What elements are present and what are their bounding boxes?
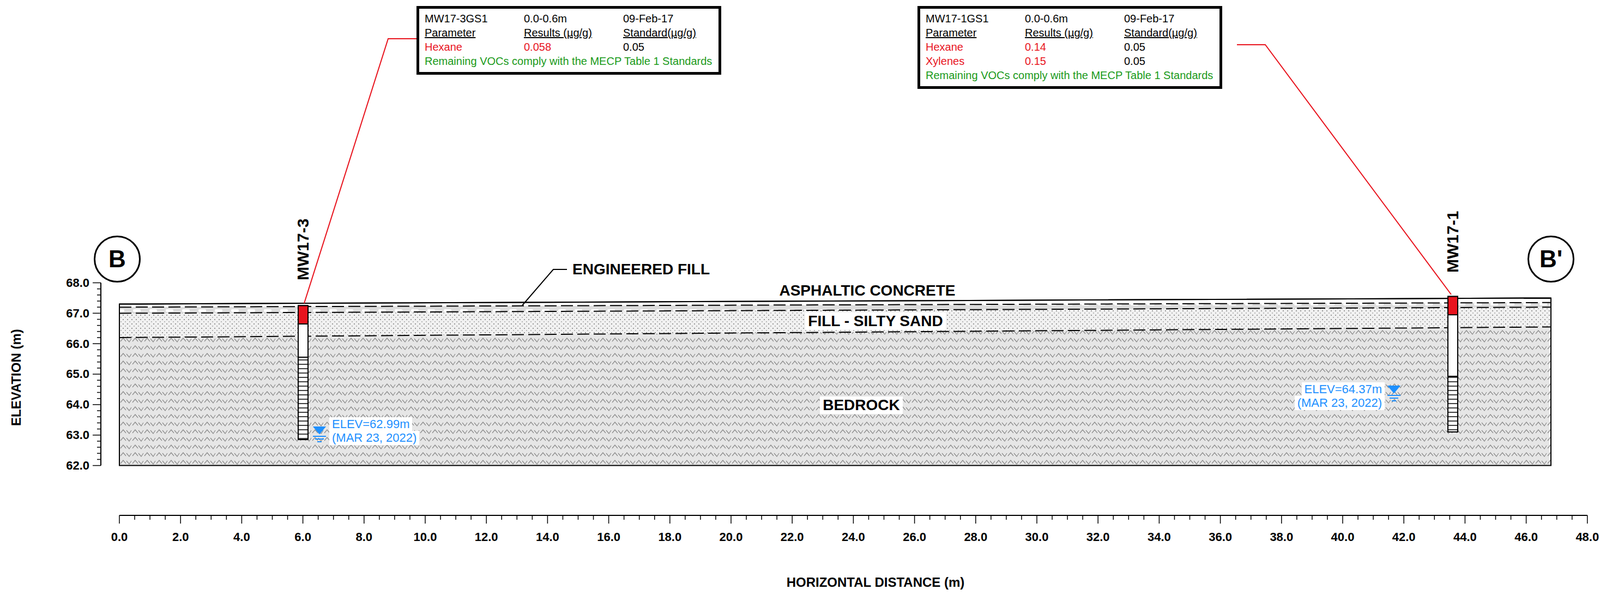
elevation-tick: 66.0 [65, 336, 90, 351]
distance-tick: 34.0 [1147, 529, 1171, 544]
water-level-label: ELEV=62.99m [329, 417, 413, 431]
elevation-tick: 68.0 [65, 275, 90, 290]
results-callout-box: MW17-3GS10.0-0.6m09-Feb-17ParameterResul… [416, 5, 722, 75]
distance-tick: 32.0 [1086, 529, 1110, 544]
results-callout-box: MW17-1GS10.0-0.6m09-Feb-17ParameterResul… [917, 5, 1223, 89]
table-cell: Hexane [424, 40, 524, 54]
distance-tick: 28.0 [963, 529, 988, 544]
distance-tick: 20.0 [719, 529, 744, 544]
table-cell: 0.0-0.6m [1024, 11, 1125, 26]
table-cell: 0.058 [523, 40, 624, 54]
table-cell: 0.05 [623, 40, 712, 54]
layer-label: BEDROCK [819, 396, 903, 414]
table-cell: MW17-1GS1 [925, 11, 1025, 26]
distance-tick: 42.0 [1392, 529, 1416, 544]
distance-tick: 8.0 [355, 529, 373, 544]
elevation-tick: 64.0 [65, 397, 90, 412]
table-cell: Hexane [925, 40, 1025, 54]
distance-tick: 40.0 [1331, 529, 1355, 544]
elevation-tick: 67.0 [65, 306, 90, 320]
table-cell: Remaining VOCs comply with the MECP Tabl… [424, 54, 712, 68]
section-letter: B [108, 245, 126, 273]
elevation-tick: 62.0 [65, 458, 90, 473]
axis-title: HORIZONTAL DISTANCE (m) [786, 574, 965, 590]
borehole-id: MW17-1 [1443, 210, 1463, 273]
table-cell: Xylenes [925, 54, 1025, 68]
layer-label: ENGINEERED FILL [572, 260, 710, 279]
distance-tick: 18.0 [657, 529, 682, 544]
borehole-id: MW17-3 [293, 218, 313, 281]
distance-tick: 12.0 [474, 529, 499, 544]
distance-tick: 2.0 [172, 529, 190, 544]
table-cell: Parameter [925, 26, 1025, 40]
table-cell: 0.05 [1124, 54, 1213, 68]
distance-tick: 22.0 [780, 529, 805, 544]
elevation-tick: 63.0 [65, 427, 90, 442]
layer-label: FILL - SILTY SAND [805, 312, 946, 330]
table-cell: Remaining VOCs comply with the MECP Tabl… [925, 68, 1213, 82]
section-marker-circle: B' [1527, 235, 1575, 283]
table-cell: 09-Feb-17 [623, 11, 712, 26]
distance-tick: 24.0 [841, 529, 866, 544]
section-letter: B' [1539, 245, 1563, 273]
layer-label: ASPHALTIC CONCRETE [779, 281, 956, 300]
distance-tick: 46.0 [1514, 529, 1538, 544]
table-cell: 0.14 [1024, 40, 1125, 54]
water-level-date: (MAR 23, 2022) [329, 430, 420, 445]
distance-tick: 48.0 [1575, 529, 1599, 544]
water-level-label: ELEV=64.37m [1301, 382, 1385, 396]
distance-tick: 44.0 [1453, 529, 1477, 544]
distance-tick: 36.0 [1208, 529, 1233, 544]
table-cell: 0.0-0.6m [523, 11, 624, 26]
distance-tick: 0.0 [111, 529, 129, 544]
distance-tick: 4.0 [233, 529, 251, 544]
distance-tick: 30.0 [1025, 529, 1049, 544]
table-cell: 09-Feb-17 [1124, 11, 1213, 26]
table-cell: Results (µg/g) [523, 26, 624, 40]
section-marker-circle: B [93, 235, 141, 283]
distance-tick: 26.0 [902, 529, 927, 544]
table-cell: 0.15 [1024, 54, 1125, 68]
table-cell: Parameter [424, 26, 524, 40]
table-cell: Standard(µg/g) [623, 26, 712, 40]
table-cell: 0.05 [1124, 40, 1213, 54]
table-cell: Standard(µg/g) [1124, 26, 1213, 40]
distance-tick: 14.0 [535, 529, 560, 544]
axis-title: ELEVATION (m) [8, 328, 24, 426]
distance-tick: 10.0 [413, 529, 438, 544]
distance-tick: 38.0 [1269, 529, 1294, 544]
distance-tick: 6.0 [294, 529, 312, 544]
table-cell: MW17-3GS1 [424, 11, 524, 26]
elevation-tick: 65.0 [65, 366, 90, 381]
water-level-date: (MAR 23, 2022) [1294, 395, 1385, 410]
table-cell: Results (µg/g) [1024, 26, 1125, 40]
distance-tick: 16.0 [596, 529, 621, 544]
